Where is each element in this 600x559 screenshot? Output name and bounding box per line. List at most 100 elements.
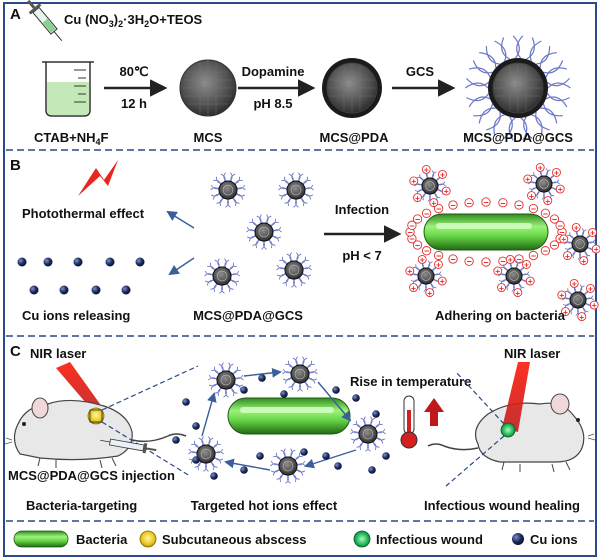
positive-charge: + [528,276,533,286]
positive-charge: + [415,193,420,203]
negative-charge: − [466,198,471,208]
positive-charge: + [554,168,559,178]
positive-charge: + [565,251,570,261]
positive-charge: + [431,198,436,208]
bacteria-targeting-label: Bacteria-targeting [26,498,137,513]
legend-bacteria: Bacteria [13,530,128,548]
bacterium-adhered [423,213,549,251]
negative-charge: − [500,257,505,267]
zoom-box-left [89,409,103,423]
zoom-line-left-top [101,365,199,411]
cu-ion [192,422,200,430]
laser-beam-left [56,362,100,410]
injection-label: MCS@PDA@GCS injection [8,468,175,483]
circulation-arrow [224,458,271,471]
positive-charge: + [592,300,597,310]
nanoparticle [278,172,314,208]
positive-charge: + [436,260,441,270]
positive-charge: + [440,170,445,180]
zoom-line-right-top [455,371,505,425]
cu-ion [210,472,218,480]
adhered-particle [562,284,594,316]
negative-charge: − [424,209,429,219]
cu-ions-row [17,257,145,295]
positive-charge: + [574,223,579,233]
hot-ions-particles [188,356,386,484]
positive-charge: + [561,234,566,244]
negative-charge: − [415,214,420,224]
step2-top-label: Dopamine [242,64,305,79]
step1-bottom-label: 12 h [121,96,147,111]
hot-particle [270,448,306,484]
legend: Bacteria Subcutaneous abscess Infectious… [13,530,578,548]
cu-ion [332,386,340,394]
mcs-pda-gcs-sphere [465,35,571,141]
positive-charge: + [515,288,520,298]
positive-charge: + [427,288,432,298]
negative-charge: − [559,228,564,238]
arrow-to-cu-release [168,257,195,276]
injection-syringe-icon [100,438,157,454]
photothermal-label: Photothermal effect [22,206,145,221]
step1-top-label: 80℃ [119,64,148,79]
step2-bottom-label: pH 8.5 [253,96,292,111]
negative-charge: − [552,241,557,251]
positive-charge: + [524,260,529,270]
nir-right-label: NIR laser [504,346,560,361]
negative-charge: − [409,221,414,231]
ph-label: pH < 7 [342,248,381,263]
negative-charge: − [552,214,557,224]
reagent-label: Cu (NO3)2·3H2O+TEOS [64,12,203,29]
negative-charge: − [531,251,536,261]
hot-particle [282,356,318,392]
legend-abscess-label: Subcutaneous abscess [162,532,307,547]
positive-charge: + [424,165,429,175]
rise-label: Rise in temperature [350,374,471,389]
positive-charge: + [525,174,530,184]
positive-charge: + [420,255,425,265]
cu-ion [382,452,390,460]
cu-ion [258,374,266,382]
positive-charge: + [594,244,599,254]
mcs-pda-sphere [322,58,382,118]
negative-charge: − [466,257,471,267]
negative-charge: − [500,198,505,208]
cu-ion [73,257,83,267]
nanoparticle [210,172,246,208]
cu-ion [240,386,248,394]
cu-ion [17,257,27,267]
mcs-pda-gcs-label: MCS@PDA@GCS [463,130,573,145]
positive-charge: + [572,279,577,289]
positive-charge: + [545,196,550,206]
cu-ion [300,448,308,456]
adhering-label: Adhering on bacteria [435,308,566,323]
cu-ion [91,285,101,295]
negative-charge: − [450,200,455,210]
nanoparticle [276,252,312,288]
panel-a-letter: A [10,6,21,23]
legend-cu: Cu ions [512,532,578,547]
circulation-arrow [243,367,282,378]
positive-charge: + [407,266,412,276]
positive-charge: + [444,186,449,196]
laser-beam-right [502,362,530,432]
hot-particle [350,416,386,452]
cu-ion [29,285,39,295]
cu-release-label: Cu ions releasing [22,308,130,323]
beaker-label: CTAB+NH4F [34,130,109,147]
wound-legend-icon [353,530,371,548]
legend-bacteria-label: Bacteria [76,532,128,547]
positive-charge: + [581,256,586,266]
positive-charge: + [495,266,500,276]
cu-ion [322,452,330,460]
panel-b-letter: B [10,157,21,174]
hot-ions-cu [172,374,390,480]
abscess-legend-icon [139,530,157,548]
mcs-sphere [179,59,237,117]
negative-charge: − [483,198,488,208]
negative-charge: − [483,258,488,268]
charges-group: −−−−−−−−−−−−−−−−−−−−−−−−−−−− [405,197,567,268]
negative-charge: − [450,255,455,265]
negative-charge: − [436,251,441,261]
circulation-arrow [304,449,357,469]
